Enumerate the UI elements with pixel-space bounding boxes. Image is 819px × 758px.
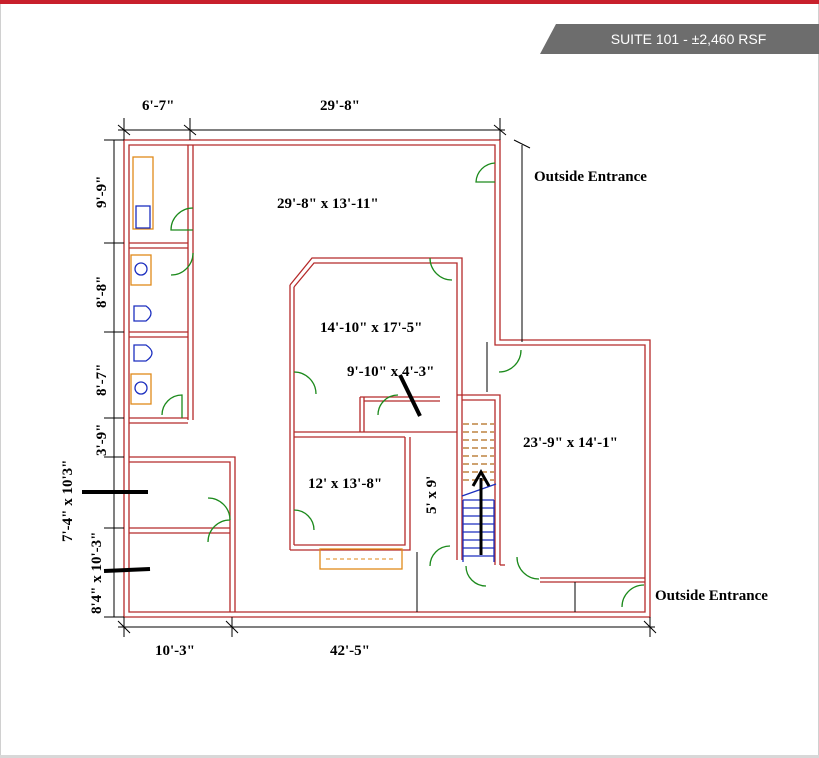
restroom-fixtures: [130, 156, 403, 570]
door-swing: [377, 394, 399, 416]
door-swing: [293, 509, 315, 531]
dim-left-8-7: 8'-7": [94, 364, 110, 397]
door-swing: [516, 556, 540, 580]
counter-fixture: [319, 548, 403, 570]
restroom-walls: [129, 145, 236, 612]
dim-bottom-left-width: 10'-3": [155, 643, 195, 659]
suite-badge: SUITE 101 - ±2,460 RSF: [540, 24, 819, 54]
door-swing: [475, 162, 496, 183]
dim-top-main-width: 29'-8": [320, 98, 360, 114]
room-label-small-office: 9'-10" x 4'-3": [347, 364, 434, 380]
bottom-rule: [0, 755, 819, 758]
dim-left-9-9: 9'-9": [94, 176, 110, 209]
room-label-center-office: 14'-10" x 17'-5": [320, 320, 422, 336]
door-swing: [465, 565, 487, 587]
toilet-icon: [133, 305, 152, 322]
doors: [161, 162, 645, 608]
door-swing: [293, 371, 317, 395]
brand-top-bar: [0, 0, 819, 4]
room-label-lower-office: 12' x 13'-8": [308, 476, 382, 492]
door-swing: [170, 207, 194, 231]
door-swing: [161, 394, 183, 418]
door-swing: [207, 497, 231, 543]
stair-walls: [457, 394, 645, 583]
annotation-marks: [82, 374, 422, 573]
dimension-lines: [104, 118, 657, 637]
room-label-right-room: 23'-9" x 14'-1": [523, 435, 618, 451]
door-swing: [621, 584, 645, 608]
dim-bottom-main-width: 42'-5": [330, 643, 370, 659]
sink-icon: [134, 381, 148, 395]
door-swing: [170, 252, 194, 276]
sink-icon: [134, 262, 148, 276]
door-swing: [498, 349, 522, 373]
sink-icon: [135, 205, 151, 229]
dim-top-restroom-width: 6'-7": [142, 98, 175, 114]
center-office-walls: [289, 257, 463, 560]
dim-left-8-8: 8'-8": [94, 276, 110, 309]
toilet-icon: [133, 344, 153, 362]
label-outside-entrance-lower: Outside Entrance: [655, 588, 768, 604]
sink-counter-2: [130, 254, 152, 286]
dim-left-3-9: 3'-9": [94, 424, 110, 457]
sink-counter: [132, 156, 154, 230]
room-label-main-area: 29'-8" x 13'-11": [277, 196, 379, 212]
room-label-corridor: 5' x 9': [424, 476, 440, 514]
dim-left-room-a: 7'-4" x 10'3": [60, 460, 76, 543]
sink-counter-3: [130, 373, 152, 405]
dim-left-room-b: 8'4" x 10'-3": [89, 532, 105, 615]
label-outside-entrance-upper: Outside Entrance: [534, 169, 647, 185]
door-swing: [429, 545, 451, 567]
door-swing: [429, 257, 453, 281]
staircase: [461, 423, 497, 562]
